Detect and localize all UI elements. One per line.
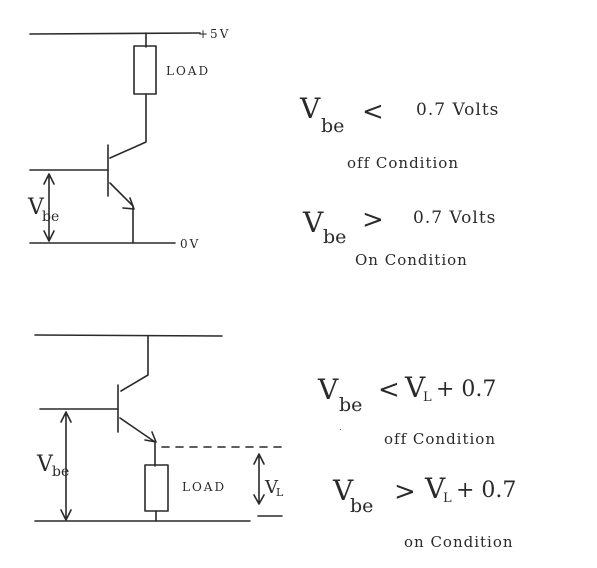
supply-label: +5V [198,27,230,41]
off-v-2: V [404,371,426,404]
off-op-2: < [378,375,400,405]
circuit-1: +5V LOAD 0V V be [27,27,230,251]
notes-2: V be < V L + 0.7 . off Condition V be > … [317,371,516,551]
circuit-2: LOAD V be V L [34,334,284,522]
on-sub-2: be [350,495,373,517]
vbe-arrow-1 [43,173,55,242]
off-sub-2: be [339,394,362,416]
vl-arrow-2 [253,453,265,505]
on-rhs-2: + 0.7 [456,478,516,503]
on-v-2: V [424,472,446,505]
vbe-sub-2: be [52,464,69,480]
off-lhs-2: V [317,373,339,406]
on-condition-2: on Condition [404,533,514,551]
vl-sub-2: L [276,486,284,499]
load-collector-wire-1 [109,93,147,159]
vl-label-2: V [264,477,279,498]
emitter-arrow-1 [122,197,135,210]
on-condition-1: On Condition [355,251,468,269]
load-resistor-1 [133,45,157,95]
load-label-1: LOAD [166,64,210,78]
on-lhs-1: V [302,206,324,239]
load-label-2: LOAD [182,480,226,494]
supply-rail-2 [34,334,223,337]
off-sub-1: be [321,115,344,137]
off-rhs-1: 0.7 Volts [416,100,499,120]
collector-wire-2 [120,335,149,392]
on-rhs-1: 0.7 Volts [413,208,496,228]
stray-dot: . [339,423,342,432]
supply-rail-1 [29,32,201,35]
on-sub-1: be [323,226,346,248]
vbe-label-1: V [27,195,45,220]
emitter-wire-1 [109,182,134,244]
off-rhs-2: + 0.7 [436,377,496,402]
ground-label: 0V [180,237,200,251]
load-resistor-2 [144,464,169,512]
off-lhs-1: V [299,92,321,125]
vbe-label-2: V [36,452,54,477]
vbe-sub-1: be [42,209,59,225]
on-lhs-2: V [332,474,354,507]
emitter-arrow-2 [144,431,157,443]
off-vsub-2: L [423,390,432,405]
off-condition-1: off Condition [347,154,459,172]
on-vsub-2: L [443,491,452,506]
notes-1: V be < 0.7 Volts off Condition V be > 0.… [299,92,499,269]
emitter-wire-2 [119,417,156,467]
off-condition-2: off Condition [384,430,496,448]
off-op-1: < [362,97,384,127]
vbe-arrow-2 [60,411,72,521]
on-op-2: > [394,477,416,507]
on-op-1: > [362,205,384,235]
